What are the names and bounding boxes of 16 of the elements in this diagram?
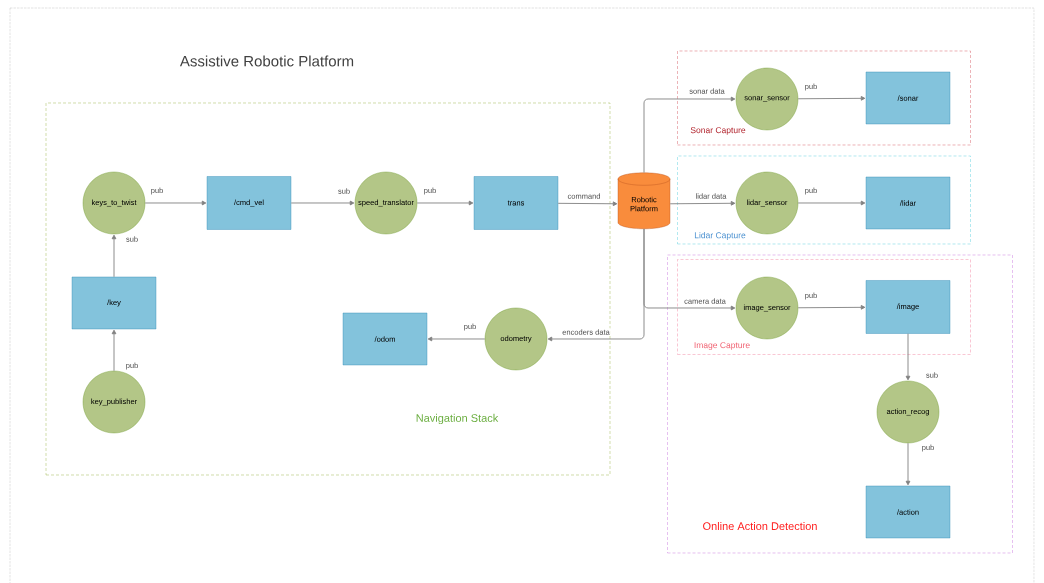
arrow bbox=[111, 329, 117, 372]
arrow bbox=[557, 201, 618, 207]
arrow bbox=[427, 336, 486, 342]
arrow bbox=[416, 200, 474, 206]
arrow bbox=[669, 200, 736, 206]
arrow bbox=[905, 442, 911, 486]
arrow bbox=[290, 200, 355, 206]
arrow bbox=[797, 96, 866, 101]
arrow bbox=[905, 333, 911, 381]
arrow bbox=[797, 305, 866, 310]
arrow bbox=[643, 96, 736, 173]
arrow bbox=[111, 234, 117, 278]
title: Assistive Robotic Platform bbox=[179, 55, 354, 67]
arrow bbox=[643, 228, 736, 311]
arrow bbox=[797, 200, 866, 206]
arrow bbox=[144, 200, 207, 206]
